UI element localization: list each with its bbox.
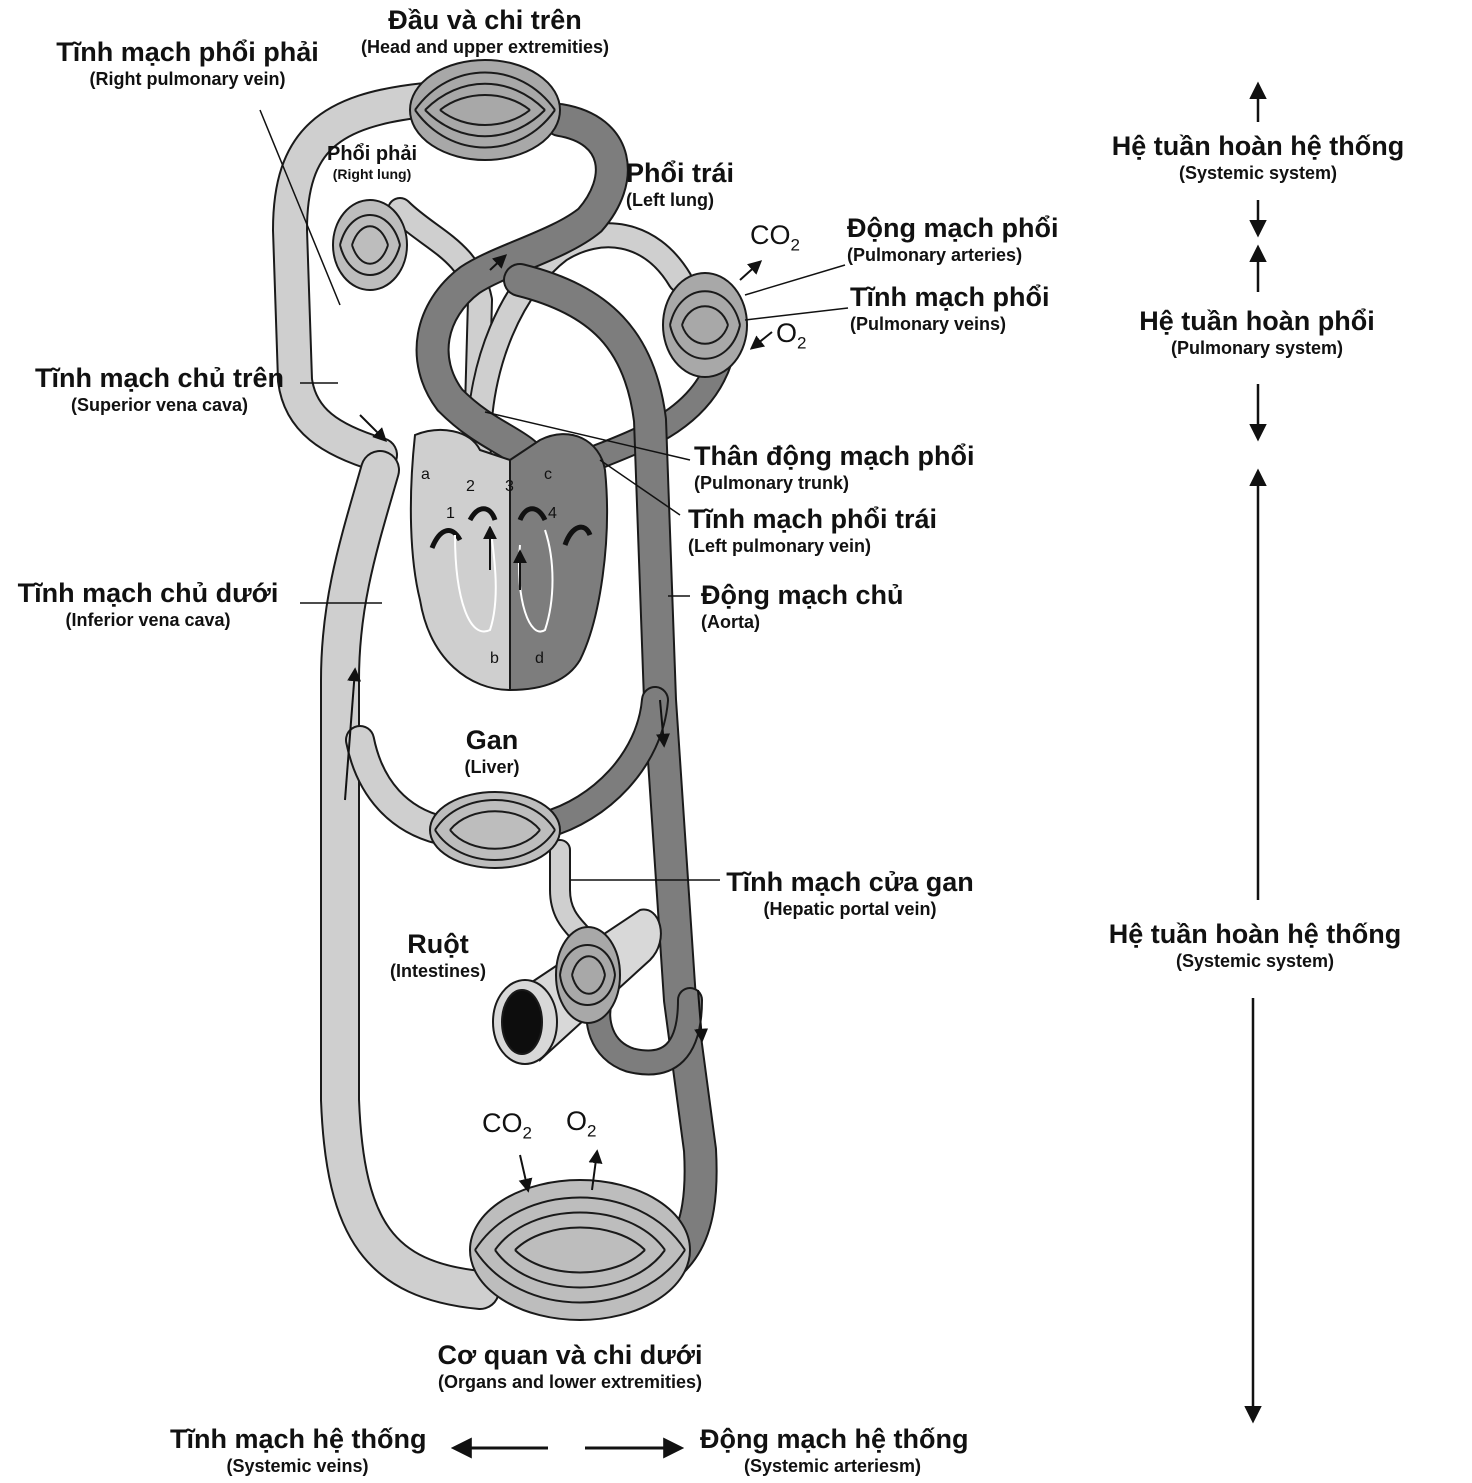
tissue-o2-label: O2 <box>566 1106 597 1141</box>
valve-label-4: 4 <box>548 505 557 522</box>
label-head: Đầu và chi trên(Head and upper extremiti… <box>360 5 610 57</box>
label-superior-vena-cava: Tĩnh mạch chủ trên(Superior vena cava) <box>34 363 285 415</box>
label-pulmonary-trunk: Thân động mạch phổi(Pulmonary trunk) <box>694 441 975 493</box>
label-intestines: Ruột(Intestines) <box>389 929 486 981</box>
label-right-lung: Phổi phải(Right lung) <box>327 143 417 182</box>
label-liver: Gan(Liver) <box>464 725 520 777</box>
valve-1 <box>429 528 463 550</box>
valve-label-3: 3 <box>505 478 514 495</box>
left-lung-capillary-bed <box>662 272 748 378</box>
liver-capillary-bed <box>429 791 561 869</box>
valve-2 <box>467 506 498 522</box>
valve-4 <box>562 524 593 546</box>
label-left-pulmonary-vein: Tĩnh mạch phổi trái(Left pulmonary vein) <box>688 504 938 556</box>
lung-o2-label: O2 <box>776 318 807 353</box>
heart-right-side <box>409 429 511 692</box>
heart <box>409 429 608 692</box>
label-systemic-system-bottom: Hệ tuần hoàn hệ thống(Systemic system) <box>1108 919 1402 971</box>
label-pulmonary-system: Hệ tuần hoàn phổi(Pulmonary system) <box>1139 306 1375 358</box>
label-systemic-system-top: Hệ tuần hoàn hệ thống(Systemic system) <box>1111 131 1405 183</box>
leader-lines <box>259 109 849 881</box>
chamber-a: a <box>421 466 430 483</box>
label-systemic-veins: Tĩnh mạch hệ thống(Systemic veins) <box>170 1424 427 1476</box>
lower-organs-capillary-bed <box>469 1179 691 1321</box>
label-organs: Cơ quan và chi dưới(Organs and lower ext… <box>437 1340 703 1392</box>
label-left-lung: Phổi trái(Left lung) <box>626 158 735 210</box>
chamber-d: d <box>535 650 544 667</box>
label-pulmonary-arteries: Động mạch phổi(Pulmonary arteries) <box>847 213 1059 265</box>
intestine <box>492 908 662 1065</box>
label-right-pulmonary-vein: Tĩnh mạch phổi phải(Right pulmonary vein… <box>56 37 319 89</box>
right-lung-capillary-bed <box>332 199 408 291</box>
label-hepatic-portal-vein: Tĩnh mạch cửa gan(Hepatic portal vein) <box>726 867 974 919</box>
tissue-co2-label: CO2 <box>482 1108 532 1143</box>
system-scale-arrows <box>1244 81 1267 1424</box>
label-pulmonary-veins: Tĩnh mạch phổi(Pulmonary veins) <box>850 282 1050 334</box>
label-inferior-vena-cava: Tĩnh mạch chủ dưới(Inferior vena cava) <box>17 578 279 630</box>
heart-left-side <box>509 433 608 692</box>
flow-arrows <box>344 254 773 1193</box>
lung-co2-label: CO2 <box>750 220 800 255</box>
chamber-b: b <box>490 650 499 667</box>
chamber-c: c <box>544 466 552 483</box>
capillary-beds <box>332 59 748 1321</box>
head-capillary-bed <box>409 59 561 161</box>
label-aorta: Động mạch chủ(Aorta) <box>701 580 904 632</box>
valve-label-2: 2 <box>466 478 475 495</box>
valve-3 <box>517 506 548 522</box>
valve-label-1: 1 <box>446 505 455 522</box>
label-systemic-arteries: Động mạch hệ thống(Systemic arteriesm) <box>700 1424 969 1476</box>
